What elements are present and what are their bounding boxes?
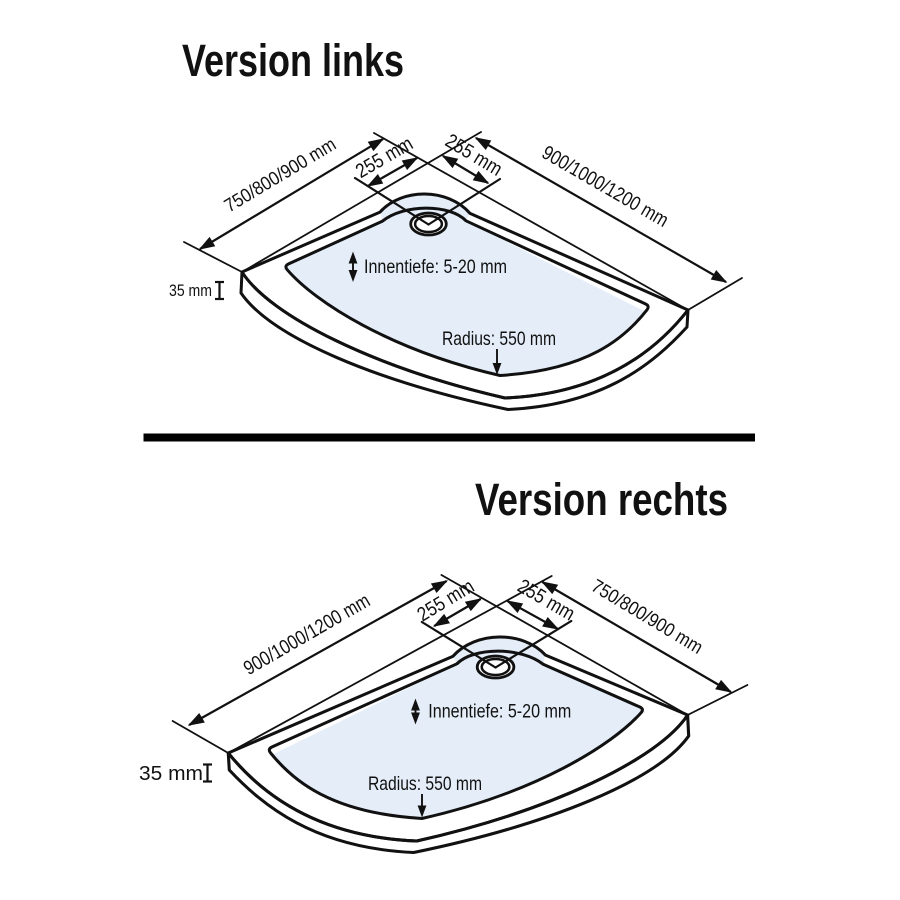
svg-text:Innentiefe: 5-20 mm: Innentiefe: 5-20 mm xyxy=(364,256,507,278)
svg-text:Version rechts: Version rechts xyxy=(475,474,728,525)
svg-text:Version links: Version links xyxy=(182,35,404,86)
svg-text:Radius: 550 mm: Radius: 550 mm xyxy=(442,328,556,350)
svg-text:Radius: 550 mm: Radius: 550 mm xyxy=(368,773,482,795)
svg-text:35 mm: 35 mm xyxy=(139,763,203,785)
svg-text:35 mm: 35 mm xyxy=(169,281,212,300)
svg-text:Innentiefe: 5-20 mm: Innentiefe: 5-20 mm xyxy=(428,701,571,723)
